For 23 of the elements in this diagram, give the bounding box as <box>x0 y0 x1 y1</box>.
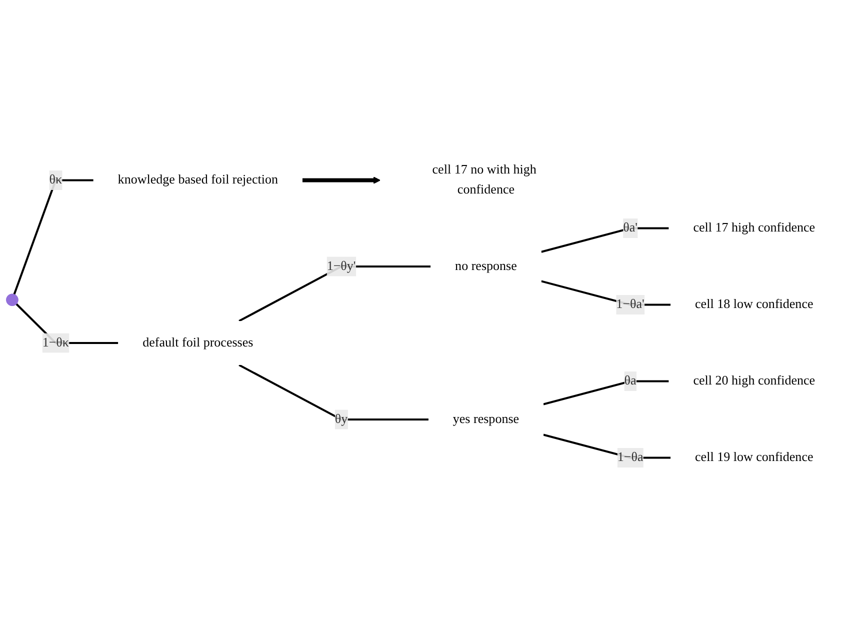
arrow <box>302 177 380 184</box>
edge-label: 1−θa' <box>616 298 644 312</box>
node-text: no response <box>455 260 517 274</box>
edge-label: 1−θκ <box>42 336 69 350</box>
edge-label: θa' <box>623 221 638 236</box>
connector <box>13 180 94 296</box>
connector <box>543 380 669 406</box>
probability-tree-diagram: θκ 1−θκ 1−θy' θy θa' 1−θa' θa 1−θa knowledge based foil rejection cell 17 no with high confidence default foil processes no response yes response cell 17 high confidence cell 18 low confidence cell 20 high confidence cell 19 low confidence <box>0 142 846 487</box>
edge-label: θa <box>624 374 636 388</box>
connector <box>238 364 428 421</box>
node-text: default foil processes <box>142 336 254 350</box>
edge-label: θκ <box>49 173 62 188</box>
connector <box>541 228 669 254</box>
node-text: knowledge based foil rejection <box>118 173 278 188</box>
node-text: cell 17 no with high confidence <box>432 164 536 197</box>
edge-label: θy <box>334 412 348 426</box>
node-text: yes response <box>452 412 520 426</box>
edge-label: 1−θa <box>617 450 644 465</box>
node-text: cell 18 low confidence <box>695 298 814 312</box>
edge-label: 1−θy' <box>326 260 356 274</box>
node-text: cell 19 low confidence <box>695 450 814 465</box>
node-text: cell 17 high confidence <box>693 221 816 236</box>
node-text: cell 20 high confidence <box>693 374 816 388</box>
